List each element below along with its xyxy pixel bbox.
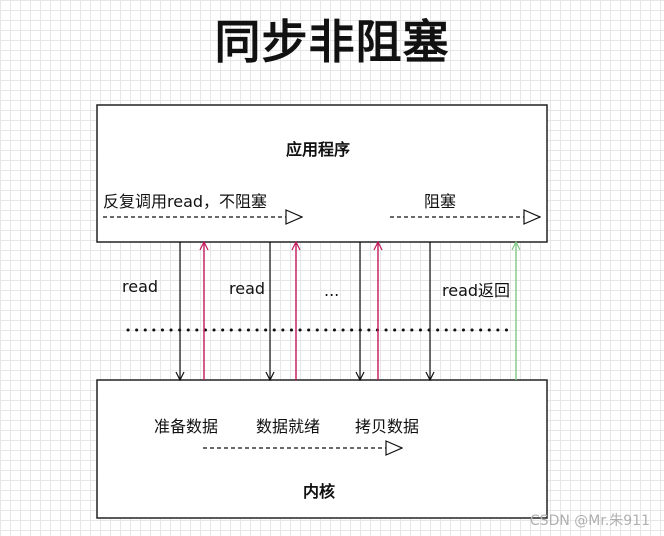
call-label-3: ... [324,281,340,300]
application-box [96,104,548,243]
kernel-step-3: 拷贝数据 [355,417,420,436]
diagram-title: 同步非阻塞 [214,15,450,69]
kernel-step-2: 数据就绪 [256,417,321,436]
call-label-4: read返回 [442,281,511,300]
watermark: CSDN @Mr.朱911 [529,513,650,529]
call-label-2: read [229,279,266,298]
call-label-1: read [122,277,159,296]
kernel-box-label: 内核 [303,482,336,501]
application-box-label: 应用程序 [286,140,351,159]
kernel-step-1: 准备数据 [154,417,219,436]
loop-text: 反复调用read，不阻塞 [103,192,268,211]
block-text: 阻塞 [424,192,457,211]
kernel-box [96,379,548,519]
